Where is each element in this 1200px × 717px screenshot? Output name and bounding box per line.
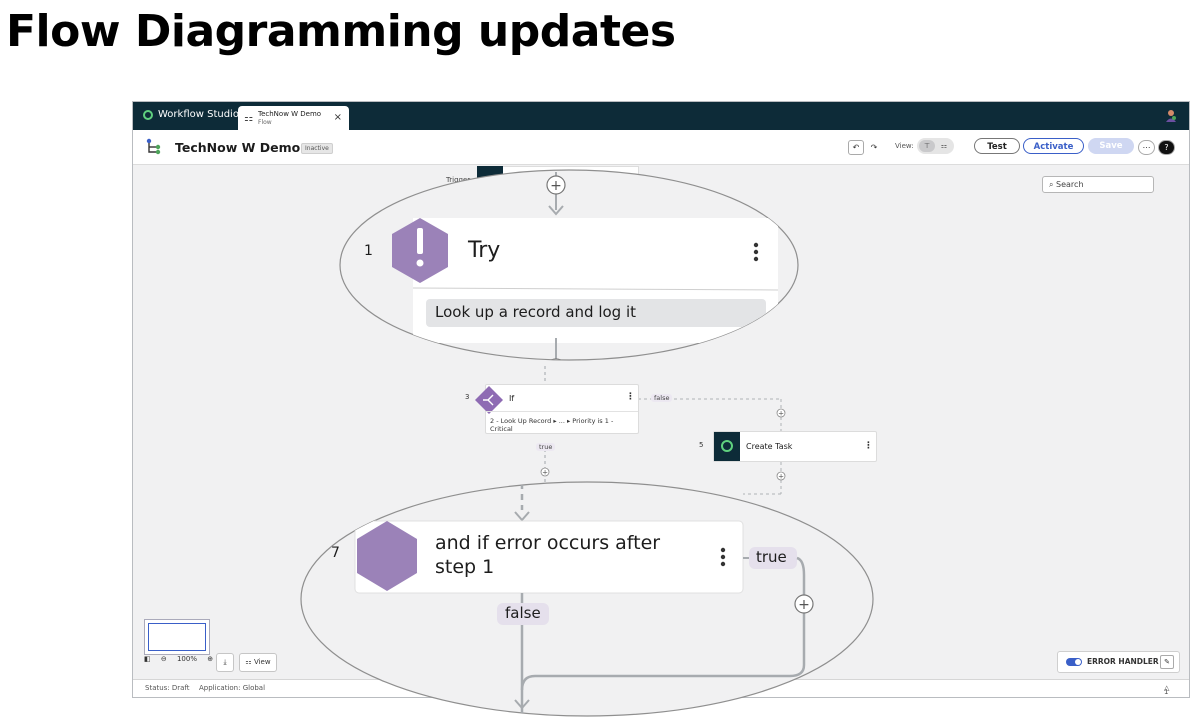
edit-icon[interactable]: ✎ [1160, 655, 1174, 669]
if-menu-icon[interactable]: ⋮ [626, 392, 635, 402]
redo-button[interactable]: ↷ [866, 140, 882, 155]
slide-title: Flow Diagramming updates [6, 6, 676, 57]
zoom-controls: ◧ ⊖ 100% ⊕ [144, 655, 221, 669]
create-task-label: Create Task [746, 442, 793, 451]
svg-text:+: + [542, 469, 548, 477]
error-step-line2[interactable]: step 1 [435, 556, 495, 578]
zoom-in-icon[interactable]: ⊕ [207, 655, 214, 663]
view-label: View: [895, 142, 914, 150]
zoom-out-icon[interactable]: ⊖ [160, 655, 167, 663]
try-label[interactable]: Try [468, 238, 501, 263]
workflow-studio-window: Workflow Studio ⚏ TechNow W Demo Flow × … [132, 101, 1190, 698]
zoom-level: 100% [176, 655, 197, 663]
error-handler-toggle[interactable]: ERROR HANDLER ✎ [1057, 651, 1180, 673]
more-options-icon[interactable]: ⋯ [1138, 140, 1155, 155]
try-subtitle: Look up a record and log it [435, 303, 637, 321]
grid-view-icon[interactable]: ⚏ [940, 142, 948, 150]
if-step-card[interactable]: If ⋮ 2 - Look Up Record ▸ ... ▸ Priority… [475, 384, 639, 434]
zoom-step-number: 7 [331, 545, 340, 561]
true-branch-badge: true [536, 443, 556, 451]
activate-button[interactable]: Activate [1023, 138, 1084, 154]
flow-header: TechNow W Demo Inactive ↶ ↷ View: ⊤ ⚏ Te… [133, 130, 1189, 165]
search-input[interactable]: ⌕ Search [1042, 176, 1154, 193]
minimap-viewport[interactable] [148, 623, 206, 651]
step-number: 3 [465, 393, 470, 401]
servicenow-icon [714, 432, 740, 461]
view-button[interactable]: ⚏ View [239, 653, 277, 672]
view-toggle[interactable]: ⊤ ⚏ [917, 138, 954, 154]
flow-tab-icon: ⚏ [244, 113, 253, 124]
app-topbar: Workflow Studio ⚏ TechNow W Demo Flow × [133, 102, 1189, 130]
status-draft: Status: Draft [145, 684, 190, 692]
create-task-menu-icon[interactable]: ⋮ [864, 441, 873, 451]
zoom-true-badge: true [756, 548, 787, 566]
help-icon[interactable]: ? [1158, 140, 1175, 155]
search-placeholder: Search [1056, 180, 1084, 189]
tab-technow-w-demo[interactable]: ⚏ TechNow W Demo Flow × [238, 106, 349, 130]
brand[interactable]: Workflow Studio [143, 109, 239, 120]
false-branch-badge: false [651, 394, 673, 402]
status-bar: Status: Draft Application: Global 1△ [133, 679, 1189, 697]
status-badge: Inactive [301, 143, 333, 154]
notifications-count[interactable]: 1△ [1164, 684, 1170, 696]
tab-subtitle: Flow [258, 119, 272, 126]
view-button-label: View [253, 658, 271, 666]
user-avatar[interactable] [1165, 109, 1177, 122]
branch-icon [475, 386, 503, 414]
if-label: If [509, 394, 515, 403]
close-icon[interactable]: × [333, 112, 342, 123]
flow-title: TechNow W Demo [175, 140, 301, 155]
zoom-false-badge: false [505, 604, 541, 622]
save-button[interactable]: Save [1088, 138, 1134, 154]
if-condition: 2 - Look Up Record ▸ ... ▸ Priority is 1… [490, 417, 614, 433]
svg-text:+: + [778, 473, 784, 481]
test-button[interactable]: Test [974, 138, 1020, 154]
undo-button[interactable]: ↶ [848, 140, 864, 155]
tab-title: TechNow W Demo [258, 110, 322, 118]
application-scope: Application: Global [199, 684, 266, 692]
fit-view-icon[interactable]: ◧ [144, 655, 151, 663]
flow-diagram-icon [146, 138, 161, 155]
brand-label: Workflow Studio [158, 109, 239, 120]
download-icon[interactable]: ⤓ [216, 653, 234, 672]
minimap[interactable] [144, 619, 210, 655]
tree-view-icon[interactable]: ⊤ [919, 140, 935, 152]
brand-logo-icon [143, 109, 153, 120]
create-task-card[interactable]: Create Task ⋮ [713, 431, 877, 462]
toggle-switch[interactable] [1066, 658, 1082, 666]
error-step-line1[interactable]: and if error occurs after [435, 532, 661, 554]
zoom-step-number: 1 [364, 243, 373, 259]
svg-text:+: + [778, 410, 784, 418]
error-handler-label: ERROR HANDLER [1087, 657, 1159, 666]
step-number: 5 [699, 441, 704, 449]
